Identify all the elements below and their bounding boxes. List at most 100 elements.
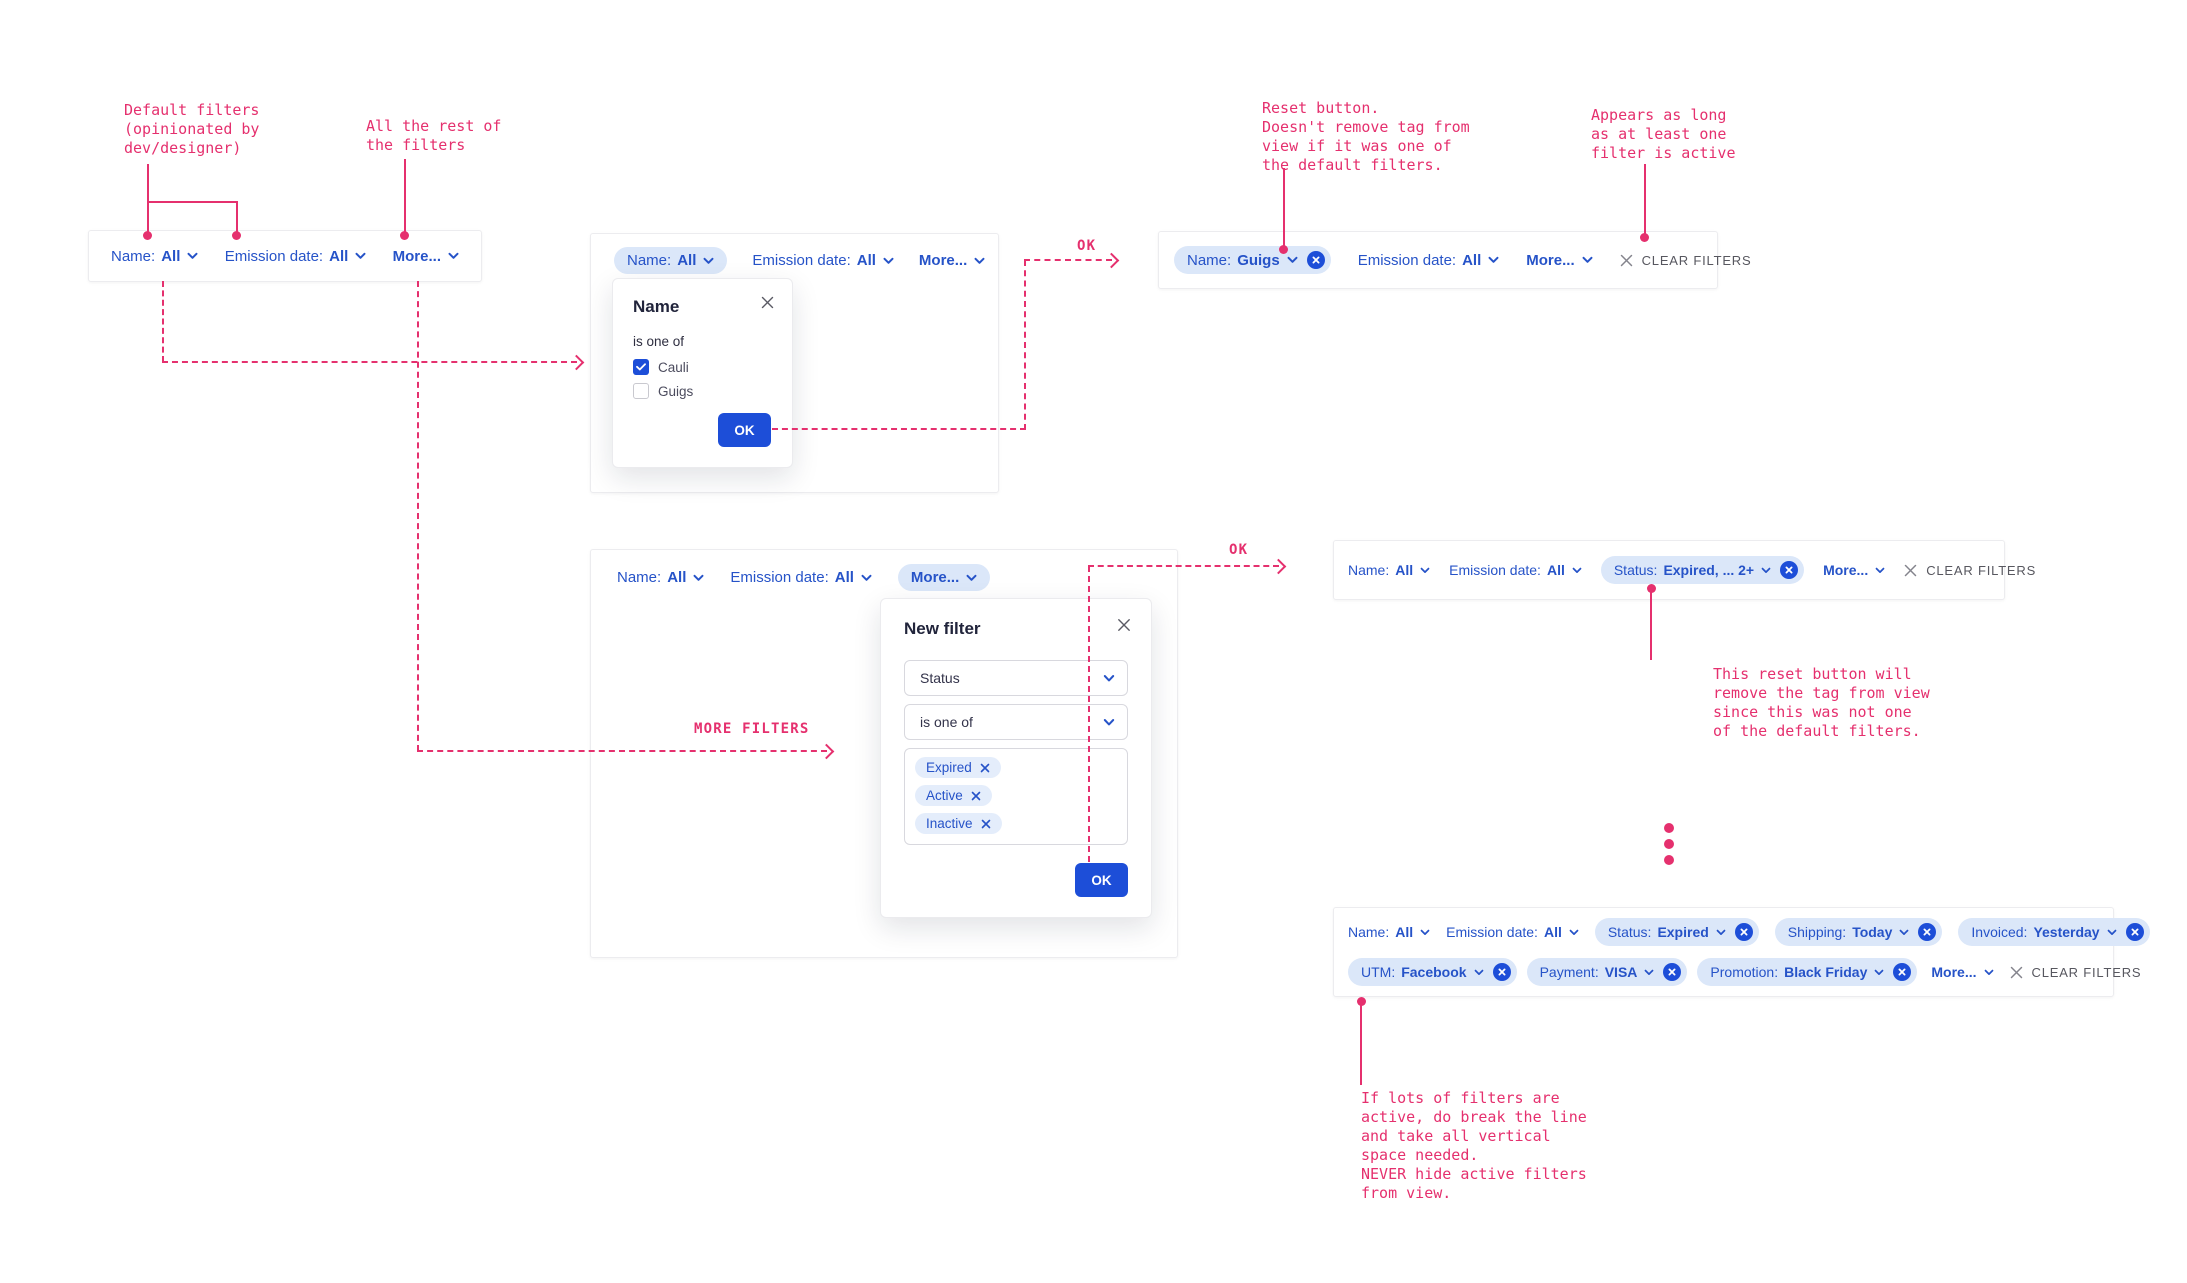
filter-emission-date-dropdown[interactable]: Emission date: All (1449, 562, 1582, 578)
chevron-down-icon (448, 252, 459, 259)
reset-tag-button[interactable] (1492, 963, 1511, 981)
reset-tag-button[interactable] (1306, 251, 1325, 269)
operator-select-value: is one of (920, 714, 973, 730)
filter-name-dropdown[interactable]: Name: All (617, 569, 704, 586)
chevron-down-icon (187, 252, 198, 259)
filter-utm-tag[interactable]: UTM: Facebook (1348, 958, 1517, 986)
filter-name-dropdown[interactable]: Name: All (111, 248, 198, 265)
filter-value: More... (910, 569, 960, 586)
filter-label: Shipping: (1787, 924, 1847, 940)
flow-dashed-line (772, 428, 1026, 430)
filter-more-dropdown[interactable]: More... (919, 252, 985, 269)
ok-button[interactable]: OK (718, 413, 771, 447)
checkbox-label: Cauli (658, 359, 689, 375)
operator-select[interactable]: is one of (904, 704, 1128, 740)
field-select[interactable]: Status (904, 660, 1128, 696)
remove-tag-icon[interactable] (971, 791, 981, 801)
filter-more-dropdown[interactable]: More... (1931, 964, 1993, 980)
pointer-dot (1647, 584, 1656, 593)
filter-invoiced-tag[interactable]: Invoiced: Yesterday (1958, 918, 2150, 946)
filter-emission-date-dropdown[interactable]: Emission date: All (225, 248, 367, 265)
checkbox-option-cauli[interactable]: Cauli (633, 359, 772, 375)
reset-tag-button[interactable] (1663, 963, 1682, 981)
remove-tag-icon[interactable] (980, 763, 990, 773)
filter-label: Emission date: (752, 252, 851, 269)
x-icon (1740, 928, 1748, 936)
filter-promotion-tag[interactable]: Promotion: Black Friday (1697, 958, 1918, 986)
filter-bar-guigs: Name: Guigs Emission date: All More... C… (1158, 231, 1751, 289)
name-filter-modal: Name is one of Cauli Guigs OK (612, 278, 793, 468)
chevron-down-icon (1488, 256, 1499, 263)
filter-label: Status: (1613, 562, 1658, 578)
remove-tag-icon[interactable] (981, 819, 991, 829)
clear-filters-button[interactable]: CLEAR FILTERS (1904, 563, 2036, 578)
filter-payment-tag[interactable]: Payment: VISA (1526, 958, 1688, 986)
tag-inactive: Inactive (915, 813, 1002, 834)
filter-value: More... (392, 247, 441, 265)
chevron-down-icon (1103, 718, 1115, 725)
checkbox-unchecked-icon[interactable] (633, 383, 649, 399)
reset-tag-button[interactable] (1734, 923, 1753, 941)
filter-emission-date-dropdown[interactable]: Emission date: All (730, 569, 872, 586)
filter-more-dropdown-active[interactable]: More... (897, 564, 991, 591)
filter-name-dropdown[interactable]: Name: All (1348, 562, 1430, 578)
annotation-reset-button: Reset button. Doesn't remove tag from vi… (1262, 99, 1470, 174)
filter-more-dropdown[interactable]: More... (1526, 252, 1593, 269)
chevron-down-icon (703, 257, 714, 264)
filter-emission-date-dropdown[interactable]: Emission date: All (752, 252, 894, 269)
filter-value: Today (1852, 924, 1893, 940)
filter-label: Name: (1348, 924, 1390, 940)
chevron-down-icon (1761, 567, 1771, 573)
filter-emission-date-dropdown[interactable]: Emission date: All (1358, 252, 1500, 269)
checkbox-checked-icon[interactable] (633, 359, 649, 375)
filter-emission-date-dropdown[interactable]: Emission date: All (1446, 924, 1579, 940)
reset-tag-button[interactable] (1893, 963, 1912, 981)
new-filter-modal: New filter Status is one of Expired Acti… (880, 598, 1152, 918)
filter-label: Emission date: (1449, 562, 1541, 578)
filter-shipping-tag[interactable]: Shipping: Today (1774, 918, 1943, 946)
reset-tag-button[interactable] (1780, 561, 1799, 579)
clear-filters-button[interactable]: CLEAR FILTERS (2010, 965, 2142, 980)
filter-label: Emission date: (1357, 251, 1457, 269)
reset-tag-button[interactable] (1918, 923, 1937, 941)
checkbox-option-guigs[interactable]: Guigs (633, 383, 772, 399)
chevron-down-icon (1875, 567, 1885, 573)
filter-value: Expired, ... 2+ (1663, 562, 1755, 578)
operator-text: is one of (633, 334, 685, 349)
chevron-down-icon (693, 574, 704, 581)
tag-expired: Expired (915, 757, 1001, 778)
filter-row-2: UTM: Facebook Payment: VISA Promotion: B… (1348, 958, 2141, 986)
filter-status-tag[interactable]: Status: Expired (1594, 918, 1759, 946)
close-icon[interactable] (761, 296, 774, 309)
ok-button[interactable]: OK (1075, 863, 1128, 897)
pointer-line (147, 201, 238, 203)
filter-value: All (1546, 562, 1565, 578)
filter-value: Facebook (1401, 964, 1467, 980)
filter-more-dropdown[interactable]: More... (393, 248, 459, 265)
filter-name-dropdown[interactable]: Name: All (1348, 924, 1430, 940)
reset-tag-button[interactable] (2125, 923, 2144, 941)
filter-label: Name: (1348, 562, 1390, 578)
filter-value: More... (1823, 562, 1869, 578)
filter-value: All (856, 252, 876, 269)
tag-active: Active (915, 785, 992, 806)
filter-name-tag[interactable]: Name: Guigs (1174, 246, 1331, 274)
selected-values-box: Expired Active Inactive (904, 748, 1128, 845)
filter-value: All (834, 569, 854, 586)
filter-value: All (1462, 251, 1482, 269)
arrow-head-icon (568, 354, 585, 371)
annotation-break-line: If lots of filters are active, do break … (1361, 1089, 1587, 1202)
clear-filters-label: CLEAR FILTERS (1641, 252, 1752, 268)
filter-label: UTM: (1361, 964, 1396, 980)
clear-filters-button[interactable]: CLEAR FILTERS (1620, 253, 1752, 268)
flow-dashed-line (1024, 259, 1112, 261)
filter-label: Invoiced: (1971, 924, 2028, 940)
chevron-down-icon (861, 574, 872, 581)
filter-status-tag[interactable]: Status: Expired, ... 2+ (1600, 556, 1805, 584)
filter-value: All (1543, 924, 1562, 940)
chevron-down-icon (1569, 929, 1579, 935)
close-icon[interactable] (1117, 618, 1131, 632)
filter-more-dropdown[interactable]: More... (1823, 562, 1885, 578)
filter-name-dropdown-active[interactable]: Name: All (614, 247, 728, 274)
